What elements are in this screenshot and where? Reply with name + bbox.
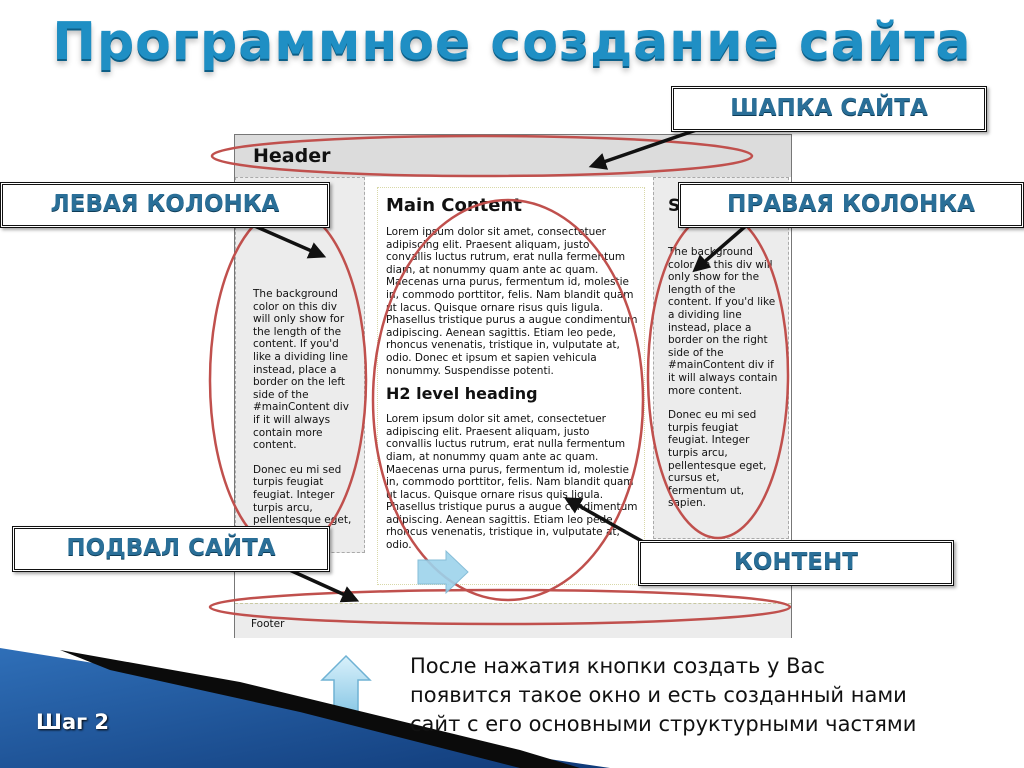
main-content-heading: Main Content [386,195,522,216]
label-right-column-text: ПРАВАЯ КОЛОНКА [727,191,975,217]
caption-line: сайт с его основными структурными частям… [410,712,917,736]
caption-line: После нажатия кнопки создать у Вас [410,654,825,678]
right-column-heading-stub: S [668,196,681,216]
left-column-paragraph: The background color on this div will on… [253,288,349,452]
mock-header: Header [235,135,791,177]
label-right-column-box: ПРАВАЯ КОЛОНКА [678,182,1024,228]
main-content-paragraph: Lorem ipsum dolor sit amet, consectetuer… [386,413,638,552]
label-footer-box: ПОДВАЛ САЙТА [12,526,330,572]
label-header-box: ШАПКА САЙТА [671,86,987,132]
label-header-text: ШАПКА САЙТА [730,95,928,121]
slide-title: Программное создание сайта [52,12,972,72]
mock-footer-text: Footer [251,618,285,630]
step-label: Шаг 2 [36,710,110,734]
label-footer-text: ПОДВАЛ САЙТА [66,535,276,561]
up-arrow-icon [320,654,372,713]
mock-main-content: Main Content Lorem ipsum dolor sit amet,… [377,187,645,585]
label-content-box: КОНТЕНТ [638,540,954,586]
mock-left-column: The background color on this div will on… [235,177,365,553]
mock-footer: Footer [235,603,791,638]
right-column-paragraph: The background color on this div will on… [668,246,778,397]
label-left-column-box: ЛЕВАЯ КОЛОНКА [0,182,330,228]
caption-line: появится такое окно и есть созданный нам… [410,683,907,707]
mock-header-text: Header [253,145,331,167]
label-left-column-text: ЛЕВАЯ КОЛОНКА [50,191,280,217]
main-content-paragraph: Lorem ipsum dolor sit amet, consectetuer… [386,226,638,377]
main-content-subheading: H2 level heading [386,384,538,404]
label-content-text: КОНТЕНТ [734,549,858,575]
mock-right-column: S The background color on this div will … [653,177,789,539]
slide-caption: После нажатия кнопки создать у Вас появи… [410,652,1010,739]
right-column-paragraph: Donec eu mi sed turpis feugiat feugiat. … [668,409,767,510]
